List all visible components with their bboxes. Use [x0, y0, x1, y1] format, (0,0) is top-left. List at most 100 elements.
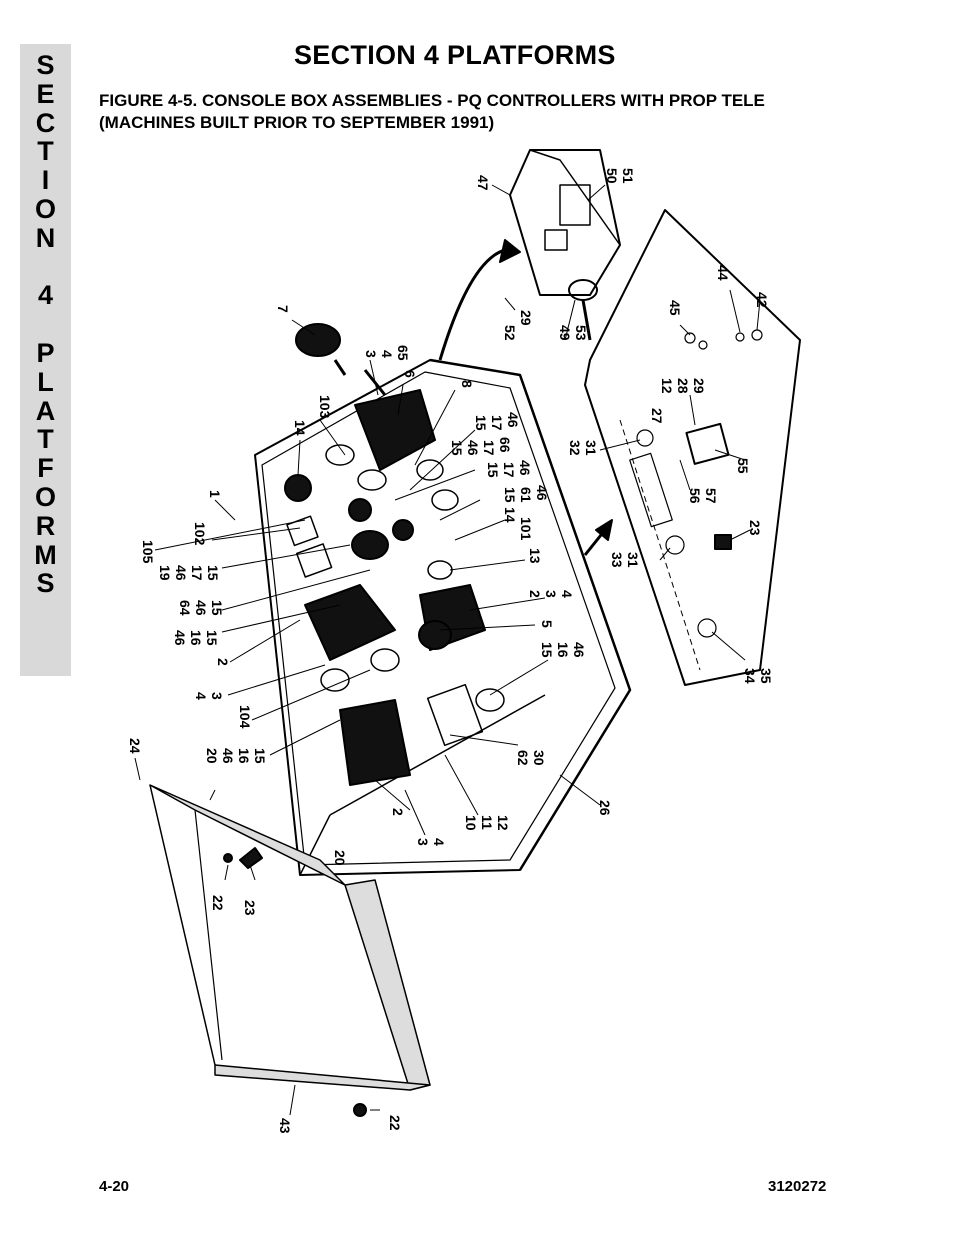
callout: 62	[515, 750, 531, 766]
callout: 66	[497, 437, 513, 453]
callout: 5	[539, 620, 555, 628]
callout: 46	[505, 412, 521, 428]
callout: 4	[193, 692, 209, 700]
callout: 30	[531, 750, 547, 766]
side-tab-letter: I	[41, 165, 50, 196]
callout: 57	[703, 488, 719, 504]
callout: 19	[157, 565, 173, 581]
callout: 2	[390, 808, 406, 816]
callout: 101	[518, 517, 534, 541]
callout: 16	[555, 642, 571, 658]
callout: 42	[754, 292, 770, 308]
callout: 12	[495, 815, 511, 831]
callout: 12	[659, 378, 675, 394]
side-tab-letter: S	[36, 50, 55, 80]
side-tab-letter: A	[35, 395, 56, 426]
base-plate	[584, 209, 801, 686]
callout: 11	[479, 815, 495, 830]
terminal-box	[509, 149, 621, 341]
callout: 7	[275, 305, 291, 313]
callout: 50	[604, 168, 620, 184]
callout: 34	[742, 668, 758, 684]
side-tab-letter: C	[35, 107, 56, 138]
callout: 16	[236, 748, 252, 764]
callout: 105	[140, 540, 156, 564]
callout: 55	[735, 458, 751, 474]
callout: 15	[204, 630, 220, 646]
callout: 22	[387, 1115, 403, 1131]
callout: 4	[431, 838, 447, 846]
side-tab-letter: O	[34, 194, 56, 224]
callout: 2	[527, 590, 543, 598]
callout: 46	[220, 748, 236, 764]
callout: 17	[189, 565, 205, 581]
callout: 45	[667, 300, 683, 316]
callout: 26	[597, 800, 613, 816]
callout: 46	[173, 565, 189, 581]
callout: 46	[465, 440, 481, 456]
side-tab-letter: T	[37, 136, 54, 167]
callout: 15	[209, 600, 225, 616]
side-tab-letter: O	[34, 482, 56, 512]
callout: 29	[518, 310, 534, 326]
callout: 22	[210, 895, 226, 911]
callout: 51	[620, 168, 636, 184]
callout: 15	[205, 565, 221, 581]
callout: 46	[517, 460, 533, 476]
document-number: 3120272	[768, 1178, 827, 1195]
callout: 47	[475, 175, 491, 191]
callout: 20	[332, 850, 348, 866]
panel-controls	[286, 444, 505, 747]
callout: 24	[127, 738, 143, 754]
callout: 8	[459, 380, 475, 388]
callout: 3	[543, 590, 559, 598]
callout: 13	[527, 548, 543, 564]
fasteners	[223, 847, 367, 1117]
side-tab-letter: F	[37, 453, 54, 484]
callout: 4	[379, 350, 395, 358]
gasket-frame	[149, 784, 431, 1091]
callout: 3	[209, 692, 225, 700]
side-tab-letter: S	[36, 568, 55, 599]
callout: 33	[609, 552, 625, 568]
callout: 103	[317, 395, 333, 419]
callout: 2	[215, 658, 231, 666]
callout: 23	[242, 900, 258, 916]
callout: 15	[502, 487, 518, 503]
callout: 49	[557, 325, 573, 341]
callout: 46	[534, 485, 550, 501]
callout-labels: 7 3 4 65 6 8 103 14 1 105 102 19 46 17 1…	[127, 168, 774, 1134]
callout: 46	[172, 630, 188, 646]
callout: 1	[207, 490, 223, 498]
callout: 64	[177, 600, 193, 616]
leader-lines	[134, 184, 761, 1116]
callout: 31	[625, 552, 641, 568]
callout: 4	[559, 590, 575, 598]
callout: 17	[481, 440, 497, 456]
controller-handles	[284, 323, 486, 786]
callout: 10	[463, 815, 479, 831]
side-tab-letter: 4	[37, 280, 54, 311]
callout: 15	[473, 415, 489, 431]
callout: 102	[192, 522, 208, 546]
callout: 56	[687, 488, 703, 504]
callout: 23	[747, 520, 763, 536]
callout: 15	[485, 462, 501, 478]
callout: 52	[502, 325, 518, 341]
callout: 15	[539, 642, 555, 658]
side-tab-letter: E	[36, 78, 55, 109]
side-tab-letter: L	[37, 366, 54, 397]
callout: 44	[715, 265, 731, 281]
page-number: 4-20	[99, 1178, 130, 1195]
callout: 46	[193, 600, 209, 616]
callout: 15	[252, 748, 268, 764]
callout: 15	[449, 440, 465, 456]
callout: 3	[363, 350, 379, 358]
callout: 31	[583, 440, 599, 456]
section-title: SECTION 4 PLATFORMS	[294, 40, 616, 70]
figure-title: FIGURE 4-5. CONSOLE BOX ASSEMBLIES - PQ …	[99, 91, 765, 132]
side-tab-letter: N	[35, 222, 56, 253]
callout: 61	[518, 487, 534, 503]
callout: 17	[501, 462, 517, 478]
